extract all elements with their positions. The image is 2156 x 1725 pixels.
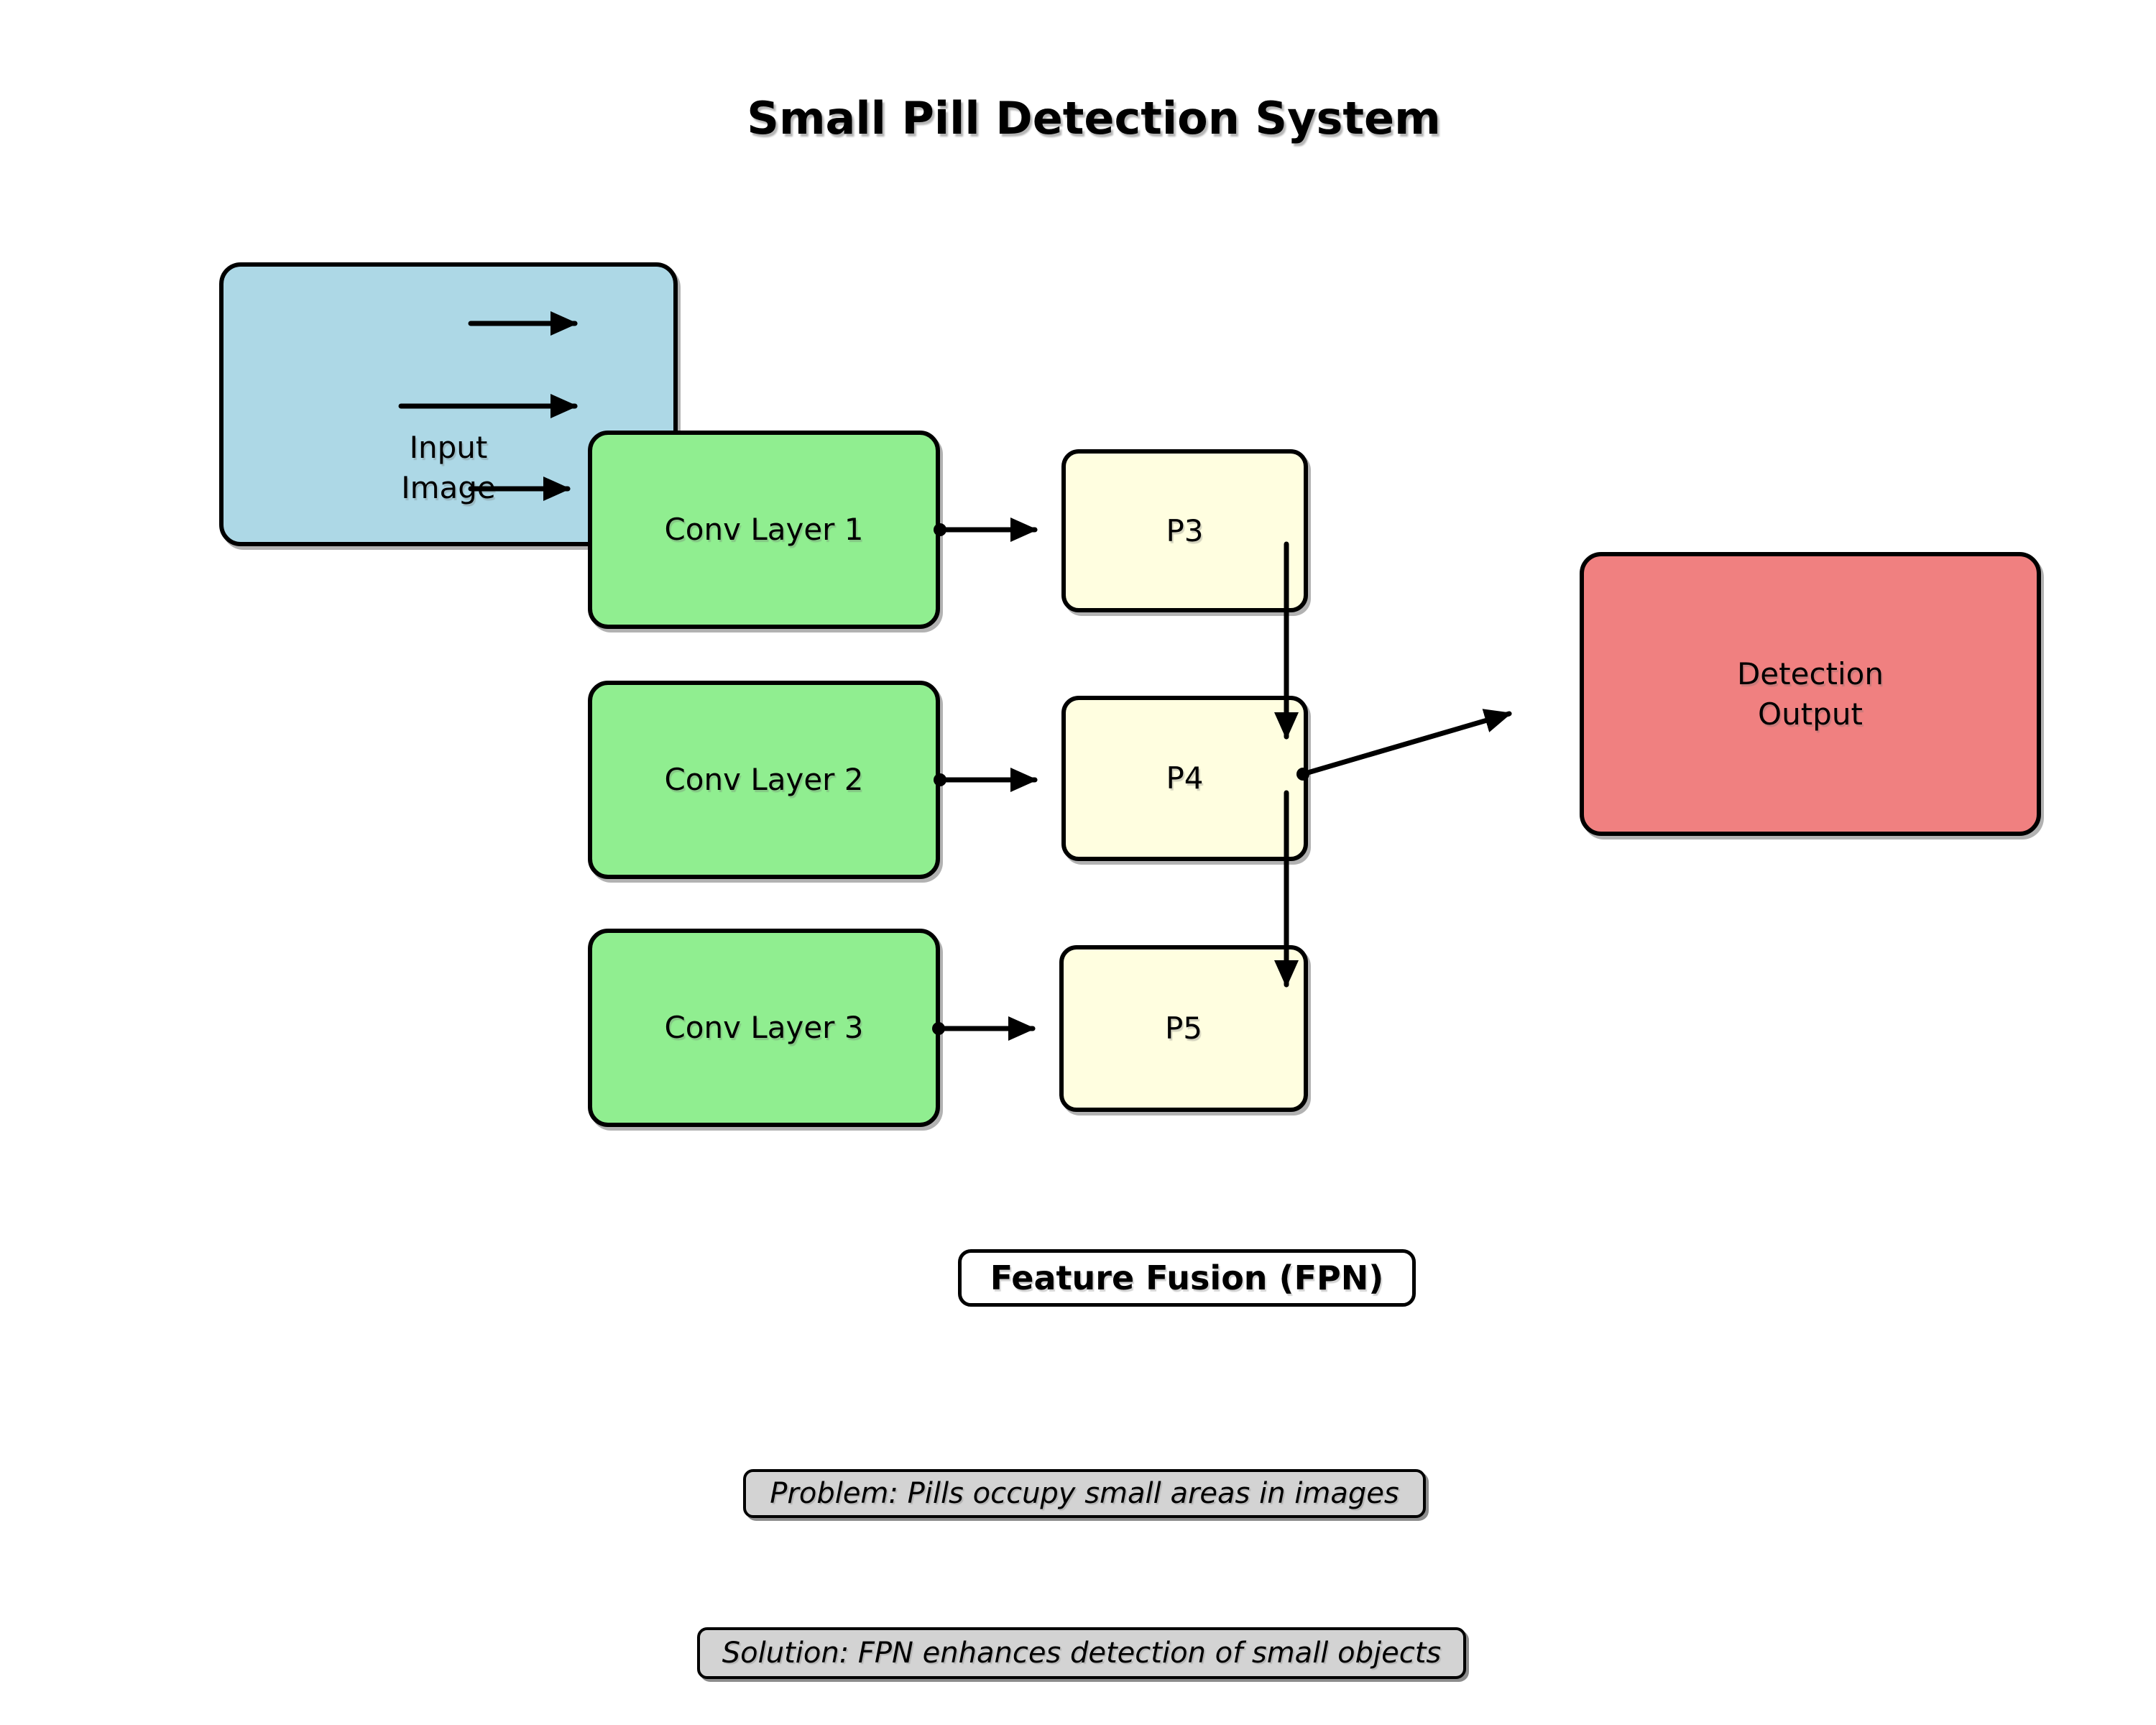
node-detection-output: Detection Output (1580, 552, 2041, 836)
conv-layer-2-label: Conv Layer 2 (664, 762, 864, 798)
fpn-label-box: Feature Fusion (FPN) (958, 1249, 1416, 1307)
p5-label: P5 (1164, 1011, 1203, 1046)
node-conv-layer-3: Conv Layer 3 (588, 929, 940, 1127)
solution-note: Solution: FPN enhances detection of smal… (697, 1627, 1466, 1679)
input-image-label: Input Image (401, 430, 496, 505)
node-input-image: Input Image (219, 262, 678, 546)
detection-output-label: Detection Output (1736, 656, 1884, 732)
conv-layer-1-label: Conv Layer 1 (664, 512, 864, 548)
problem-note-text: Problem: Pills occupy small areas in ima… (770, 1477, 1399, 1510)
node-p3: P3 (1061, 449, 1308, 612)
fpn-label: Feature Fusion (FPN) (990, 1259, 1384, 1297)
arrow-p4-to-detection-output (1300, 709, 1512, 777)
node-conv-layer-2: Conv Layer 2 (588, 681, 940, 879)
solution-note-text: Solution: FPN enhances detection of smal… (722, 1637, 1442, 1670)
conv-layer-3-label: Conv Layer 3 (664, 1010, 864, 1046)
node-conv-layer-1: Conv Layer 1 (588, 431, 940, 629)
node-p5: P5 (1059, 945, 1308, 1112)
diagram-title: Small Pill Detection System (747, 92, 1441, 144)
node-p4: P4 (1061, 696, 1308, 861)
p4-label: P4 (1166, 760, 1204, 796)
problem-note: Problem: Pills occupy small areas in ima… (743, 1469, 1426, 1518)
p3-label: P3 (1166, 512, 1204, 548)
